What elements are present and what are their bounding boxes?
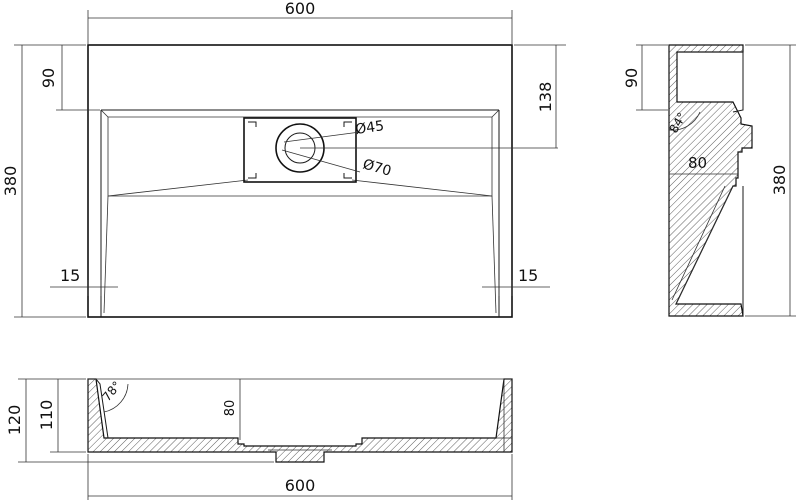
dim-top-width: 600	[285, 0, 316, 18]
front-section-wall	[87, 378, 513, 463]
side-view: 90 84° 80 380	[622, 44, 796, 317]
dim-top-rim: 90	[39, 68, 58, 88]
dim-top-left-wall: 15	[60, 266, 80, 285]
front-view: 78° 80 120 110 600	[5, 378, 513, 500]
side-section-wall	[668, 44, 753, 317]
dim-top-right-wall: 15	[518, 266, 538, 285]
dim-side-rim: 90	[622, 68, 641, 88]
drain-block	[243, 117, 357, 183]
dim-front-angle: 78°	[100, 379, 124, 404]
dim-front-width: 600	[285, 476, 316, 495]
label-drain-inner-dia: Ø45	[354, 118, 385, 138]
dim-top-height: 380	[1, 166, 20, 197]
label-drain-outer-dia: Ø70	[361, 156, 393, 179]
top-view: 600 380 90 138 15 15 Ø45 Ø70	[1, 0, 566, 318]
dim-front-basin-height: 110	[37, 400, 56, 431]
dim-front-inner-depth: 80	[223, 400, 238, 417]
basin-outline	[87, 44, 513, 318]
dim-top-drain-offset: 138	[536, 82, 555, 113]
dim-side-height: 380	[770, 165, 789, 196]
dim-side-depth: 80	[688, 154, 707, 172]
dim-front-total-height: 120	[5, 405, 24, 436]
